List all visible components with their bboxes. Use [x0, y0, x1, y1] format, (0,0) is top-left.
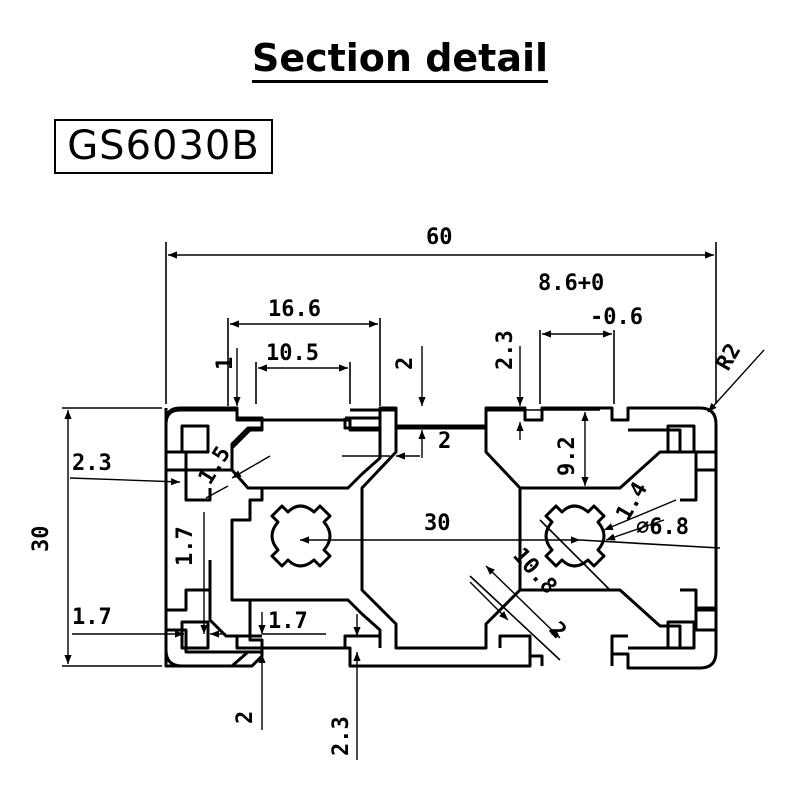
dim-left-2-3: 2.3	[72, 451, 112, 476]
dim-wall-top-2: 2	[393, 357, 418, 370]
right-core-bore	[544, 504, 606, 568]
dim-bottom-1-7: 1.7	[268, 609, 308, 634]
profile-body	[180, 408, 525, 430]
dim-left-1-7-vertical: 1.7	[173, 526, 198, 566]
dim-tolerance-main: 8.6+0	[538, 271, 604, 296]
dim-diag-2: 2	[544, 617, 571, 644]
dim-height-30: 30	[29, 526, 54, 553]
model-label-box: GS6030B	[54, 119, 273, 174]
right-side-slot	[680, 468, 716, 612]
dimension-lines	[62, 242, 765, 760]
dim-bore-6-8: ⌀6.8	[636, 515, 689, 540]
bottom-left-slot	[235, 634, 382, 648]
dimension-labels: 60 30 16.6 10.5 1 2 2.3 8.6+0 -0.6 R2 2 …	[29, 225, 746, 756]
dim-left-1-7-horizontal: 1.7	[72, 605, 112, 630]
dim-bottom-2-3: 2.3	[329, 716, 354, 756]
right-bottom-square-bore	[666, 620, 696, 650]
dim-slot-inner-10-5: 10.5	[266, 341, 319, 366]
dim-chamfer-1-5: 1.5	[194, 442, 236, 489]
left-core-bore	[270, 504, 332, 568]
dim-slot-depth-9-2: 9.2	[555, 436, 580, 476]
right-top-square-bore	[666, 424, 696, 454]
dim-slot-outer-16-6: 16.6	[268, 297, 321, 322]
center-chamber	[360, 426, 522, 650]
bottom-right-slot	[498, 634, 628, 656]
page-title-text: Section detail	[251, 36, 549, 83]
dim-tolerance-minus: -0.6	[590, 305, 643, 330]
dim-bottom-2: 2	[233, 711, 258, 724]
dim-lip-1: 1	[213, 357, 238, 370]
dim-wall-2-3-top: 2.3	[493, 330, 518, 370]
dim-web-2: 2	[438, 429, 451, 454]
left-top-square-bore	[180, 424, 210, 454]
dim-center-30: 30	[424, 511, 451, 536]
dim-width-60: 60	[426, 225, 453, 250]
page-title: Section detail	[0, 34, 800, 83]
